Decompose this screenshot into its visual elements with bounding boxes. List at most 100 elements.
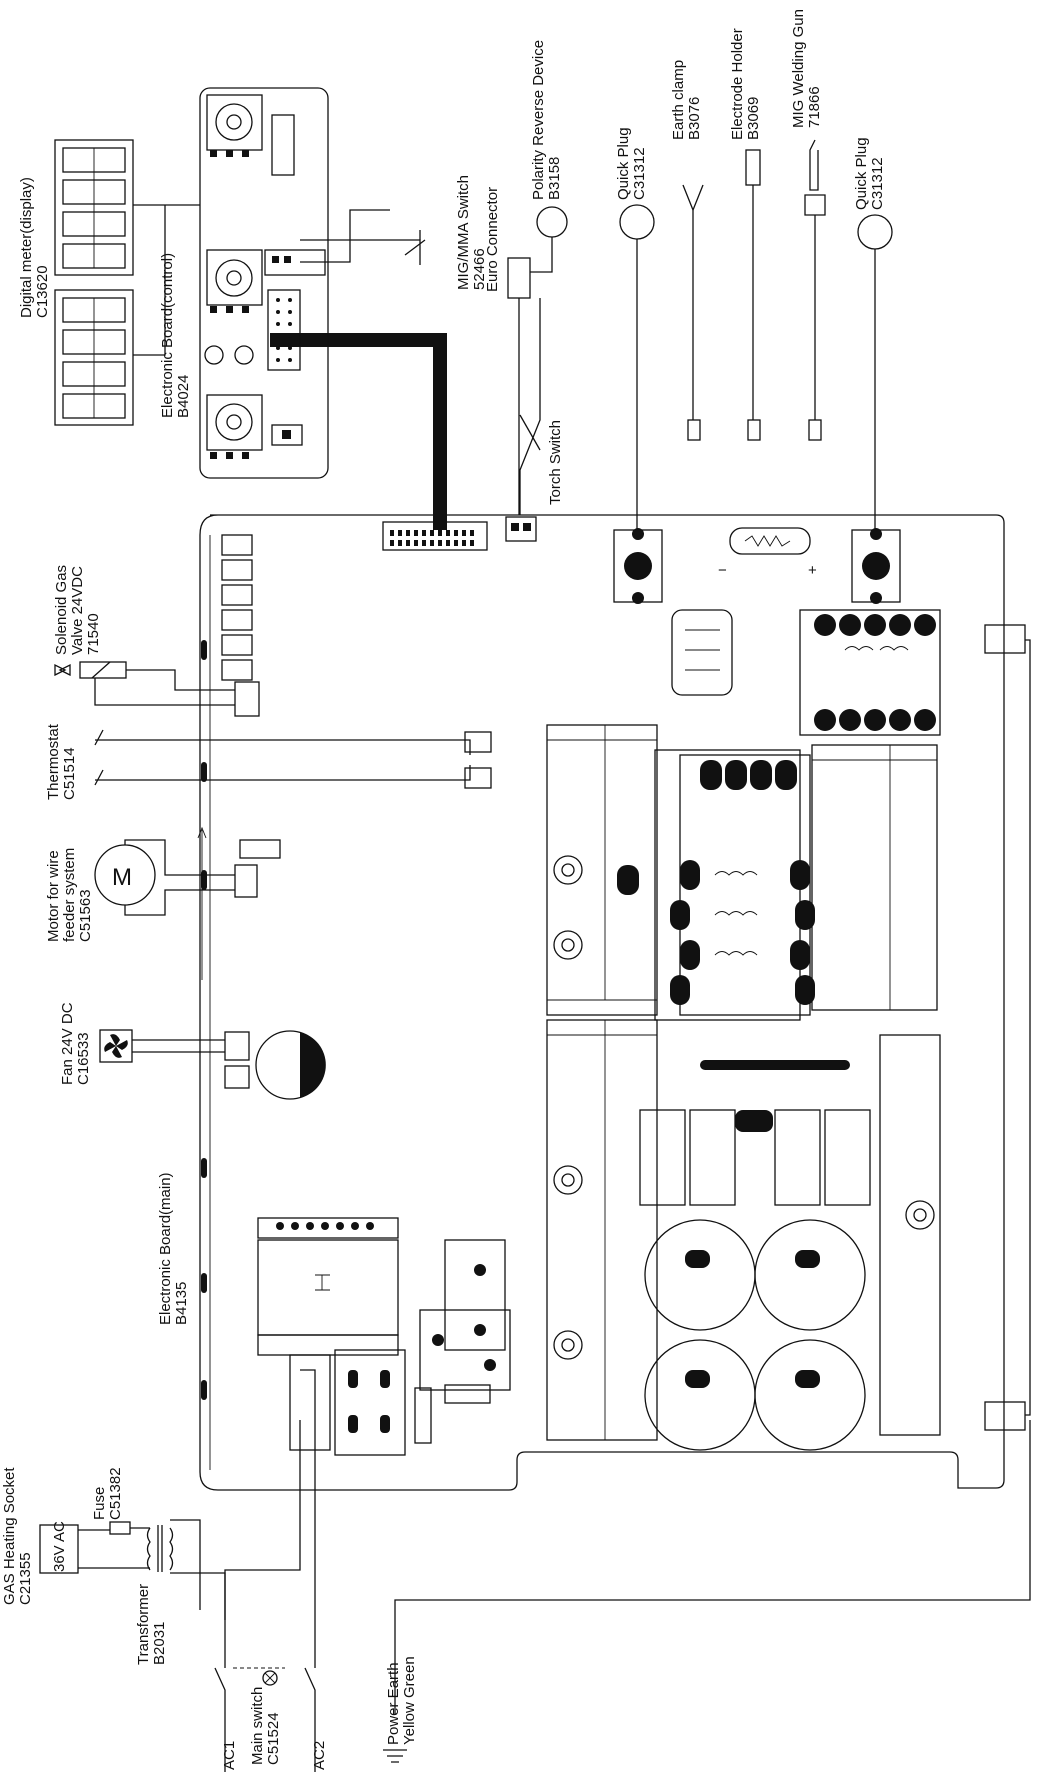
svg-text:Euro Connector: Euro Connector [484, 187, 501, 292]
svg-text:Quick Plug: Quick Plug [615, 127, 632, 200]
quick-plug-2-icon [857, 214, 893, 250]
label-euro-connector: Euro Connector [484, 187, 501, 292]
label-transformer: Transformer B2031 [135, 1584, 168, 1665]
label-torch-switch: Torch Switch [547, 420, 564, 505]
svg-text:Quick Plug: Quick Plug [853, 137, 870, 210]
svg-text:Polarity Reverse Device: Polarity Reverse Device [530, 40, 547, 200]
svg-text:Earth clamp: Earth clamp [670, 60, 687, 140]
filter-capacitors [644, 1219, 866, 1451]
bus-bar [700, 1060, 850, 1070]
fuse-icon [109, 1521, 131, 1535]
earth-clamp-lug [687, 419, 701, 441]
gas-heating-socket-icon [39, 1524, 79, 1574]
label-quick-plug-1: Quick Plug C31312 [615, 127, 648, 200]
heatsink-right-lower [879, 1034, 941, 1436]
svg-text:B2031: B2031 [151, 1622, 168, 1665]
heatsink-upper [546, 724, 658, 1016]
label-motor: Motor for wire feeder system C51563 [45, 848, 94, 942]
label-polarity-reverse: Polarity Reverse Device B3158 [530, 40, 563, 200]
svg-text:Yellow Green: Yellow Green [401, 1656, 418, 1745]
svg-text:Solenoid Gas: Solenoid Gas [53, 565, 70, 655]
thermostat-icon [94, 729, 104, 786]
svg-text:Electrode Holder: Electrode Holder [729, 28, 746, 140]
svg-text:Thermostat: Thermostat [45, 723, 62, 800]
label-power-earth: Power Earth Yellow Green [385, 1656, 418, 1745]
power-earth-icon [383, 1749, 407, 1763]
torch-switch-connector [505, 516, 537, 542]
motor-wires [124, 839, 235, 916]
plus-sign: + [808, 562, 817, 579]
gas-heating-wires [78, 1519, 226, 1620]
svg-text:Transformer: Transformer [135, 1584, 152, 1665]
label-fuse: Fuse C51382 [91, 1467, 124, 1520]
small-switch [271, 424, 303, 446]
igbt-modules [639, 1109, 871, 1206]
svg-text:C31312: C31312 [631, 147, 648, 200]
rectifier-block [671, 609, 733, 696]
potentiometer-icon [206, 249, 263, 313]
label-main-board: Electronic Board(main) B4135 [157, 1172, 190, 1325]
label-electrode-holder: Electrode Holder B3069 [729, 28, 762, 140]
svg-text:GAS Heating Socket: GAS Heating Socket [1, 1467, 18, 1605]
motor-choke [239, 839, 281, 859]
control-connector-top [271, 114, 295, 176]
svg-text:C21355: C21355 [17, 1552, 34, 1605]
euro-connector-icon [507, 257, 531, 299]
svg-text:C51514: C51514 [61, 747, 78, 800]
label-digital-meter: Digital meter(display) C13620 [18, 177, 51, 318]
thermostat-wires [95, 739, 471, 781]
minus-sign: − [718, 562, 727, 579]
relay-block [419, 1239, 511, 1391]
svg-text:B3069: B3069 [745, 97, 762, 140]
strip-slots [201, 640, 207, 1400]
label-mig-welding-gun: MIG Welding Gun 71866 [790, 9, 823, 128]
svg-text:C13620: C13620 [34, 265, 51, 318]
ac-wires [214, 1369, 316, 1720]
main-switch-lamp-icon [262, 1670, 278, 1686]
label-solenoid-valve: Solenoid Gas Valve 24VDC 71540 [53, 565, 102, 655]
svg-text:MIG Welding Gun: MIG Welding Gun [790, 9, 807, 128]
output-terminal-plus [851, 528, 901, 604]
svg-text:C51382: C51382 [107, 1467, 124, 1520]
potentiometer-icon [206, 94, 263, 157]
ribbon-header [267, 289, 301, 371]
motor-connector [234, 864, 258, 898]
output-terminal-minus [613, 528, 663, 604]
ribbon-cable [270, 333, 447, 530]
label-earth-clamp: Earth clamp B3076 [670, 60, 703, 140]
label-main-switch: Main switch C51524 [249, 1687, 282, 1765]
mig-gun-icon [804, 139, 826, 216]
strip-arrow-icon [197, 826, 207, 839]
mig-mma-switch-icon [404, 230, 426, 256]
small-trimmer-icon [204, 345, 254, 365]
electrode-holder-lug [747, 419, 761, 441]
svg-text:52466: 52466 [471, 248, 488, 290]
earth-clamp-icon [682, 184, 704, 212]
electrode-holder-icon [745, 149, 761, 186]
quick-plug-1-icon [619, 204, 655, 240]
thermostat-connector [464, 731, 492, 753]
earth-connector-top [984, 624, 1026, 654]
motor-symbol: M [112, 864, 132, 891]
svg-text:C51563: C51563 [77, 889, 94, 942]
svg-text:AC2: AC2 [311, 1741, 328, 1770]
svg-text:Electronic Board(main): Electronic Board(main) [157, 1172, 174, 1325]
shunt-resistor [729, 527, 811, 555]
meter-wires [133, 204, 200, 356]
svg-text:C51524: C51524 [265, 1712, 282, 1765]
solenoid-valve-icon [54, 663, 71, 677]
control-board [199, 87, 329, 479]
svg-text:B4024: B4024 [175, 375, 192, 418]
earth-wire [394, 639, 1031, 1715]
svg-text:Power Earth: Power Earth [385, 1662, 402, 1745]
svg-text:feeder system: feeder system [61, 848, 78, 942]
svg-text:MIG/MMA Switch: MIG/MMA Switch [455, 175, 472, 290]
input-filter [289, 1349, 491, 1456]
transformer-icon [146, 1525, 174, 1572]
heatsink-right [811, 744, 938, 1011]
svg-text:Valve 24VDC: Valve 24VDC [69, 566, 86, 655]
digital-meter-bottom [54, 289, 134, 426]
ribbon-header-pins [276, 298, 292, 362]
svg-text:B3076: B3076 [686, 97, 703, 140]
